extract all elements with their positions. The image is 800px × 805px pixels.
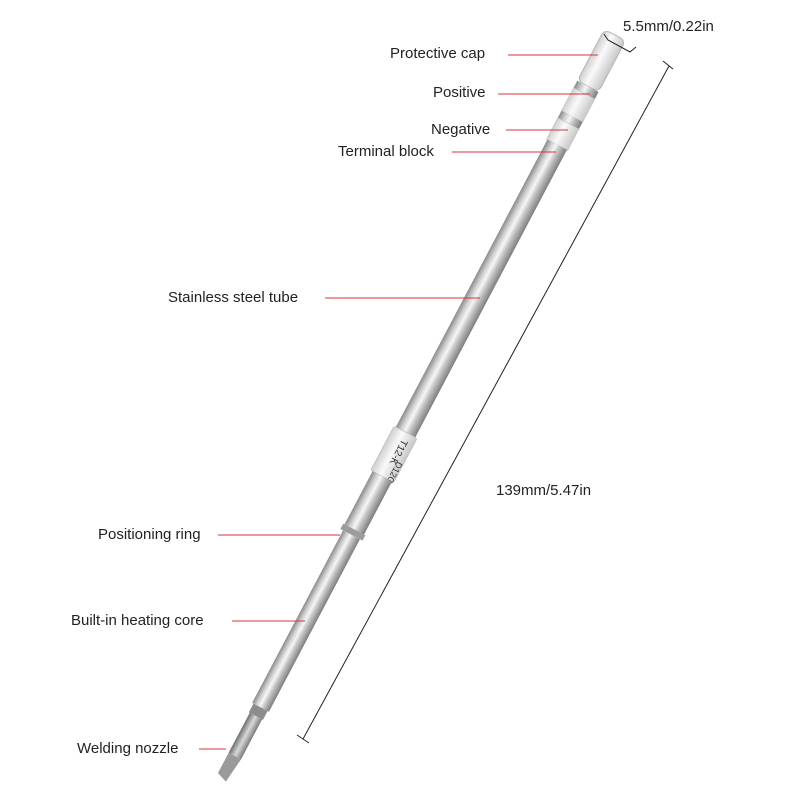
length-label: 139mm/5.47in <box>496 482 592 499</box>
soldering-tip: T12-K D12G <box>217 31 625 782</box>
label-builtin-heating-core: Built-in heating core <box>71 612 204 629</box>
nozzle-collar <box>248 703 268 720</box>
label-welding-nozzle: Welding nozzle <box>77 740 179 757</box>
leader-lines <box>199 54 598 750</box>
welding-nozzle <box>228 712 263 760</box>
length-dimension-end-bottom <box>296 734 310 744</box>
nozzle-tip <box>217 752 242 782</box>
negative-ring <box>557 110 583 130</box>
label-negative: Negative <box>431 121 491 138</box>
positive-ring <box>573 80 599 99</box>
label-positioning-ring: Positioning ring <box>98 526 201 543</box>
length-dimension-end-top <box>662 60 674 70</box>
label-positive: Positive <box>433 84 486 101</box>
protective-cap <box>578 31 625 91</box>
label-stainless-steel-tube: Stainless steel tube <box>168 289 299 306</box>
stainless-steel-tube <box>395 139 567 438</box>
label-terminal-block: Terminal block <box>338 143 434 160</box>
tube-lower <box>344 471 393 535</box>
diameter-label: 5.5mm/0.22in <box>623 18 714 35</box>
positioning-ring <box>340 523 366 541</box>
label-protective-cap: Protective cap <box>390 45 486 62</box>
length-dimension-line <box>302 65 670 740</box>
diameter-bracket <box>603 33 637 53</box>
heating-core-sleeve <box>252 530 360 712</box>
